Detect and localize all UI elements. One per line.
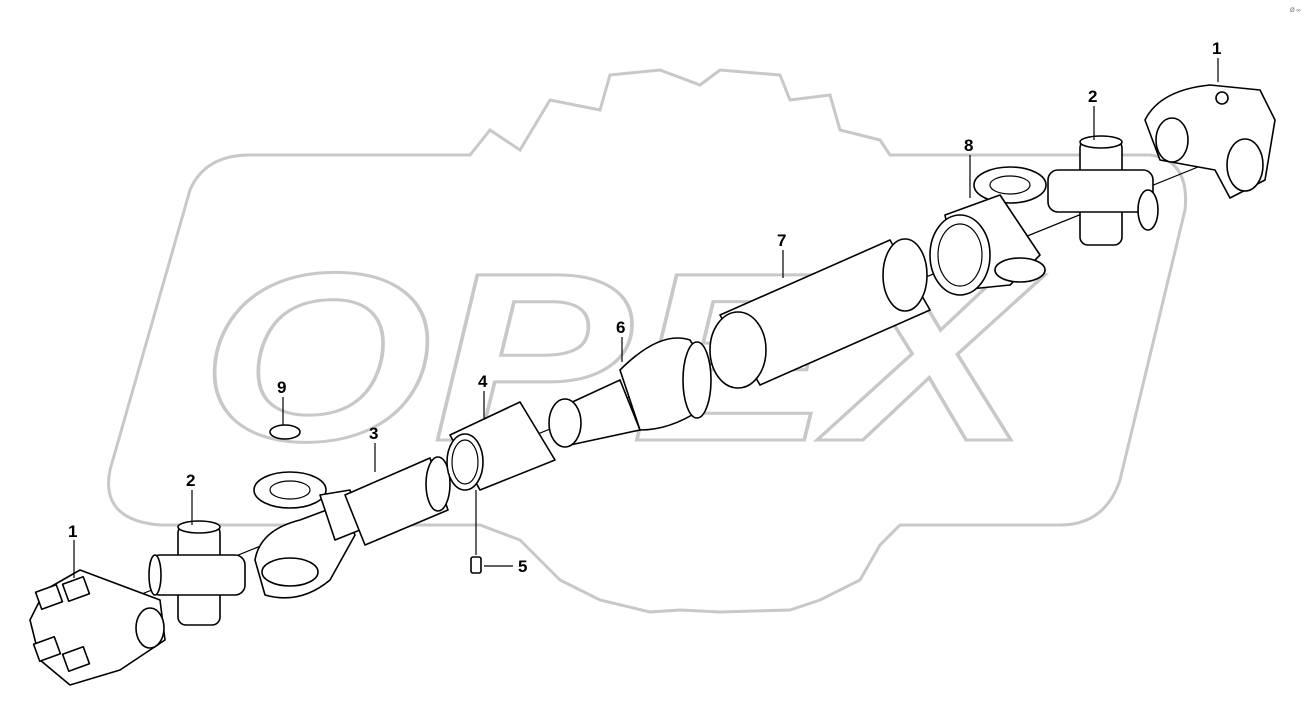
callout-stub-shaft: 6 [616,318,625,337]
callout-leaders [73,58,1219,578]
cross-right [1047,135,1159,246]
plug [269,424,301,440]
callout-grease-fitting: 5 [518,557,527,576]
callout-cross-right: 2 [1088,87,1097,106]
callout-tube: 3 [369,424,378,443]
callout-slip-yoke: 8 [964,136,973,155]
boot [709,238,931,389]
callout-yoke-right: 1 [1212,39,1221,58]
opex-watermark: OPEX [107,68,1188,614]
slip-yoke [929,166,1047,296]
corner-mark: Ø ∞ [1290,8,1301,14]
callout-yoke-left: 1 [68,522,77,541]
grease-fitting [470,490,482,574]
flange-yoke-left [29,569,166,686]
tube-yoke-left [253,471,361,599]
callout-sleeve: 4 [478,372,488,391]
callout-cross-left: 2 [186,471,195,490]
callout-boot: 7 [777,231,786,250]
callout-plug: 9 [277,378,286,397]
cross-left [148,520,246,626]
stub-shaft [548,337,712,448]
gear-outline [107,68,1188,614]
sleeve [446,401,556,491]
flange-yoke-right [1144,84,1276,199]
tube [344,456,451,546]
